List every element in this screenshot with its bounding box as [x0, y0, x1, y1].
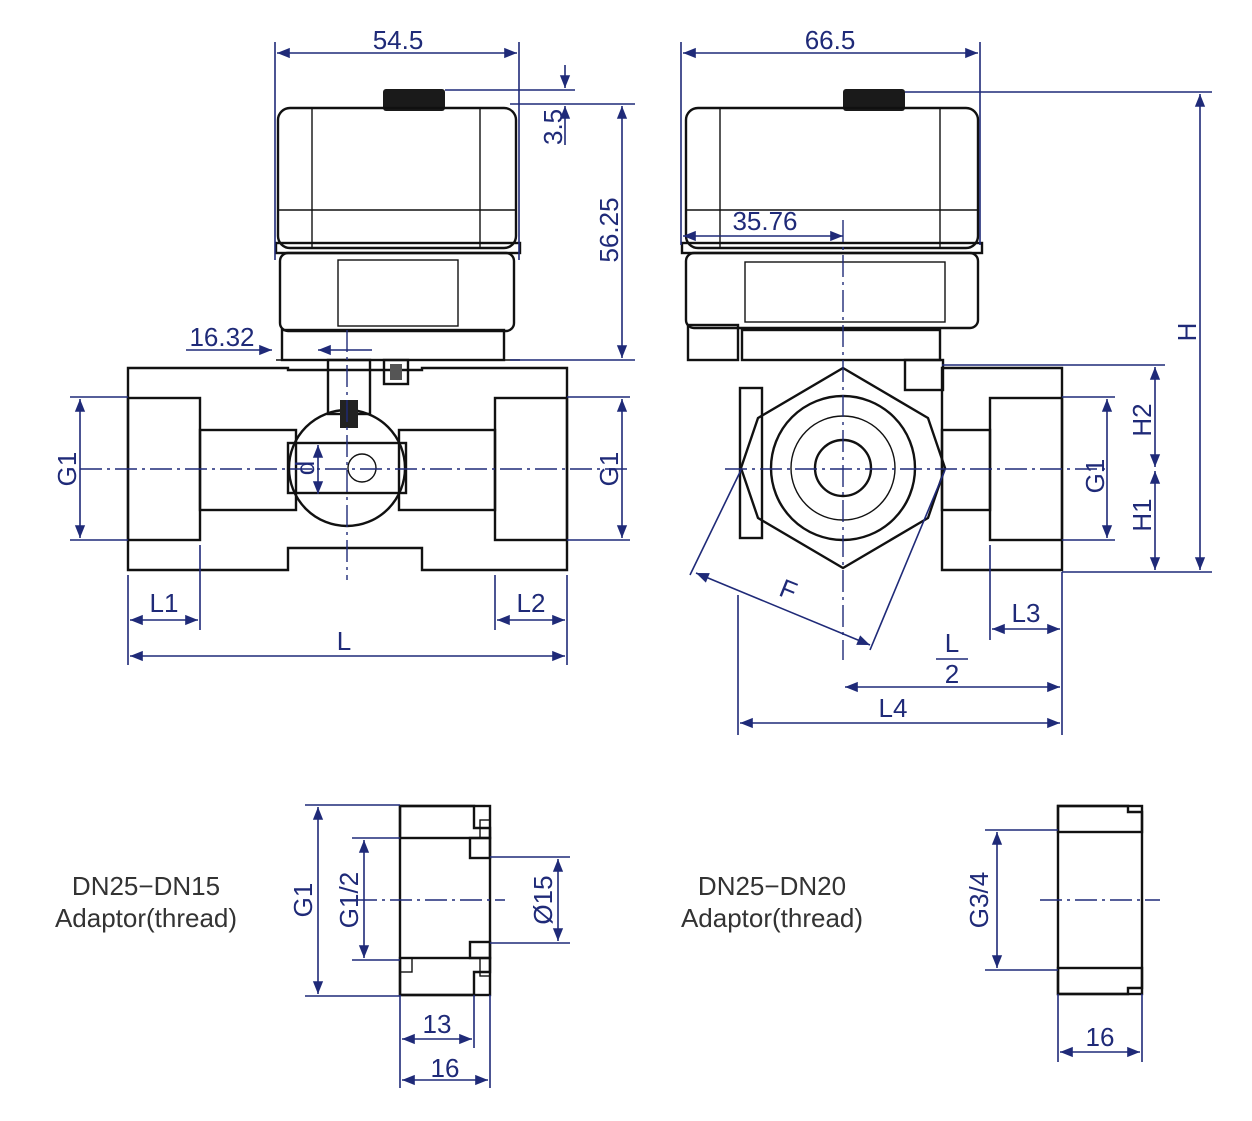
adaptor1-title-line2: Adaptor(thread) [55, 903, 237, 933]
adaptor2-drawing [985, 804, 1160, 1062]
left-section-view [80, 89, 630, 580]
dim-h: H [1172, 323, 1202, 342]
dim-f: F [775, 573, 801, 607]
dim-g1-left: G1 [52, 452, 82, 487]
dim-g1-right: G1 [1080, 459, 1110, 494]
adaptor1-title-line1: DN25−DN15 [72, 871, 220, 901]
right-side-view [680, 89, 1110, 660]
dim-66-5: 66.5 [805, 25, 856, 55]
dim-35-76: 35.76 [732, 206, 797, 236]
dim-56-25: 56.25 [594, 197, 624, 262]
dim-16-32: 16.32 [189, 322, 254, 352]
dim-l: L [337, 626, 351, 656]
dim-l1: L1 [150, 588, 179, 618]
dim-l-half-den: 2 [945, 659, 959, 689]
adaptor1-dim-g1: G1 [288, 883, 318, 918]
adaptor2-dim-16: 16 [1086, 1022, 1115, 1052]
left-actuator [274, 89, 522, 362]
dim-l2: L2 [517, 588, 546, 618]
right-dimension-lines [680, 42, 1212, 735]
adaptor2-title-line1: DN25−DN20 [698, 871, 846, 901]
adaptor1-dim-13: 13 [423, 1009, 452, 1039]
dim-h2: H2 [1127, 403, 1157, 436]
left-dimension-lines [70, 42, 635, 665]
adaptor1-dim-16: 16 [431, 1053, 460, 1083]
dim-d: d [290, 461, 320, 475]
right-valve-body [738, 358, 1064, 572]
adaptor1-drawing [305, 804, 570, 1088]
dim-l3: L3 [1012, 598, 1041, 628]
adaptor1-dim-g12: G1/2 [334, 872, 364, 928]
right-actuator [680, 89, 984, 362]
dim-3-5: 3.5 [538, 109, 568, 145]
dim-54-5: 54.5 [373, 25, 424, 55]
adaptor2-dim-g34: G3/4 [964, 872, 994, 928]
adaptor2-title-line2: Adaptor(thread) [681, 903, 863, 933]
adaptor1-dim-d15: Ø15 [528, 875, 558, 924]
dim-g1-mid: G1 [594, 452, 624, 487]
dim-l4: L4 [879, 693, 908, 723]
dim-h1: H1 [1127, 498, 1157, 531]
dim-l-half-num: L [945, 628, 959, 658]
